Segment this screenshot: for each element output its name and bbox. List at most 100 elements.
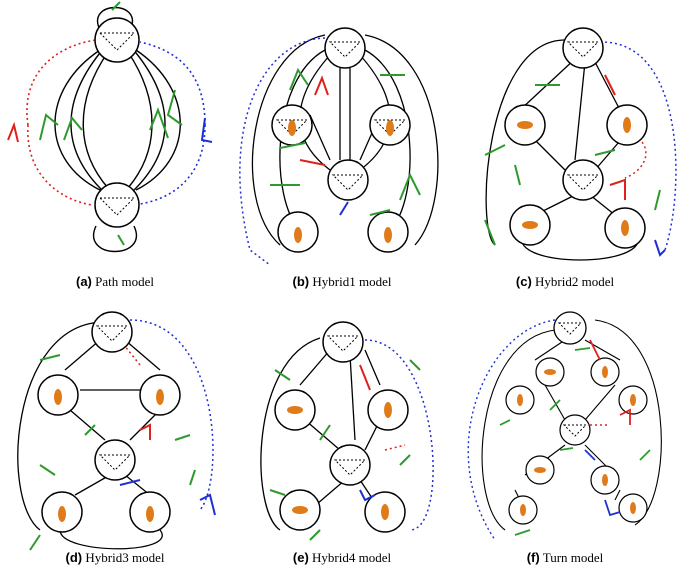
- panel-caption: (d) Hybrid3 model: [66, 550, 165, 566]
- panel-name: Hybrid4 model: [312, 550, 392, 565]
- rat-icon: [602, 366, 608, 378]
- turn-arrow-icon: [139, 423, 151, 440]
- rat-icon: [287, 406, 303, 414]
- edge: [54, 49, 101, 191]
- panel-caption: (e) Hybrid4 model: [293, 550, 391, 566]
- red-dotted-edge: [26, 39, 97, 126]
- maze-state-node: [553, 311, 587, 345]
- forward-arrow-icon: [270, 67, 421, 216]
- turn-arrow-icon: [339, 201, 349, 216]
- panel-hybrid4-model: (e) Hybrid4 model: [230, 300, 455, 567]
- panel-caption: (c) Hybrid2 model: [516, 274, 614, 290]
- rat-icon: [292, 506, 308, 514]
- blue-dotted-edge: [239, 37, 326, 266]
- red-dotted-edge: [384, 444, 406, 451]
- maze-state-node: [41, 491, 83, 533]
- panel-hybrid1-model: (b) Hybrid1 model: [230, 0, 455, 290]
- rat-icon: [58, 506, 66, 522]
- turn-arrow-icon: [119, 479, 141, 486]
- maze-state-node: [94, 17, 140, 63]
- maze-state-node: [271, 104, 313, 146]
- rat-icon: [156, 389, 164, 405]
- maze-state-node: [525, 455, 555, 485]
- panel-letter: (f): [526, 550, 540, 565]
- rat-icon: [381, 504, 389, 520]
- rat-icon: [517, 121, 533, 129]
- panel-letter: (a): [76, 274, 92, 289]
- panel-path-model: (a) Path model: [0, 0, 230, 290]
- maze-state-node: [505, 385, 535, 415]
- turn-arrow-icon: [7, 121, 19, 143]
- maze-state-node: [504, 104, 546, 146]
- panel-letter: (d): [65, 550, 83, 565]
- panel-turn-model: (f) Turn model: [455, 300, 685, 567]
- maze-state-node: [129, 491, 171, 533]
- turn-arrow-icon: [604, 74, 616, 96]
- maze-state-node: [322, 321, 364, 363]
- turn-arrow-icon: [200, 117, 213, 143]
- rat-icon: [384, 227, 392, 243]
- maze-state-node: [590, 465, 620, 495]
- turn-arrow-icon: [584, 449, 596, 461]
- path-model-diagram: [7, 1, 213, 253]
- rat-icon: [288, 120, 296, 136]
- maze-state-node: [139, 374, 181, 416]
- turn-arrow-icon: [359, 364, 371, 391]
- panel-letter: (c): [515, 274, 532, 289]
- maze-state-node: [94, 182, 140, 228]
- maze-state-node: [277, 211, 319, 253]
- maze-state-node: [508, 495, 538, 525]
- rat-icon: [602, 474, 608, 486]
- maze-state-node: [535, 357, 565, 387]
- panel-letter: (e): [292, 550, 309, 565]
- turn-model-diagram: [467, 311, 662, 541]
- rat-icon: [384, 402, 392, 418]
- hybrid1-model-diagram: [239, 27, 439, 266]
- panel-name: Turn model: [542, 550, 604, 565]
- forward-arrow-icon: [484, 84, 661, 246]
- maze-state-node: [369, 104, 411, 146]
- panel-letter: (b): [292, 274, 310, 289]
- panel-name: Hybrid1 model: [312, 274, 392, 289]
- maze-state-node: [364, 491, 406, 533]
- maze-state-node: [590, 357, 620, 387]
- maze-state-node: [274, 389, 316, 431]
- rat-icon: [623, 117, 631, 133]
- turn-arrow-icon: [359, 489, 376, 502]
- turn-arrow-icon: [314, 75, 329, 96]
- maze-state-node: [562, 27, 604, 69]
- panel-hybrid3-model: (d) Hybrid3 model: [0, 300, 230, 567]
- maze-state-node: [618, 493, 648, 523]
- hybrid4-model-diagram: [260, 321, 434, 541]
- maze-state-node: [367, 389, 409, 431]
- panel-caption: (a) Path model: [76, 274, 154, 290]
- maze-state-node: [91, 311, 133, 353]
- panel-caption: (f) Turn model: [527, 550, 604, 566]
- panel-hybrid2-model: (c) Hybrid2 model: [455, 0, 685, 290]
- maze-state-node: [618, 385, 648, 415]
- forward-arrow-icon: [269, 359, 421, 541]
- forward-arrow-icon: [29, 354, 196, 551]
- blue-dotted-edge: [139, 41, 206, 126]
- blue-dotted-edge: [129, 319, 214, 511]
- rat-icon: [386, 120, 394, 136]
- panel-caption: (b) Hybrid1 model: [293, 274, 392, 290]
- maze-state-node: [559, 414, 591, 446]
- maze-state-node: [327, 159, 369, 201]
- rat-icon: [146, 506, 154, 522]
- forward-arrow-icon: [499, 347, 651, 536]
- maze-state-node: [509, 204, 551, 246]
- rat-icon: [294, 227, 302, 243]
- turn-arrow-icon: [589, 339, 601, 361]
- rat-icon: [630, 502, 636, 514]
- rat-icon: [520, 504, 526, 516]
- maze-state-node: [279, 489, 321, 531]
- maze-state-node: [329, 444, 371, 486]
- maze-state-node: [606, 104, 648, 146]
- maze-state-node: [37, 374, 79, 416]
- maze-state-node: [94, 439, 136, 481]
- turn-arrow-icon: [654, 239, 666, 257]
- rat-icon: [544, 369, 556, 375]
- rat-icon: [621, 220, 629, 236]
- rat-icon: [522, 221, 538, 229]
